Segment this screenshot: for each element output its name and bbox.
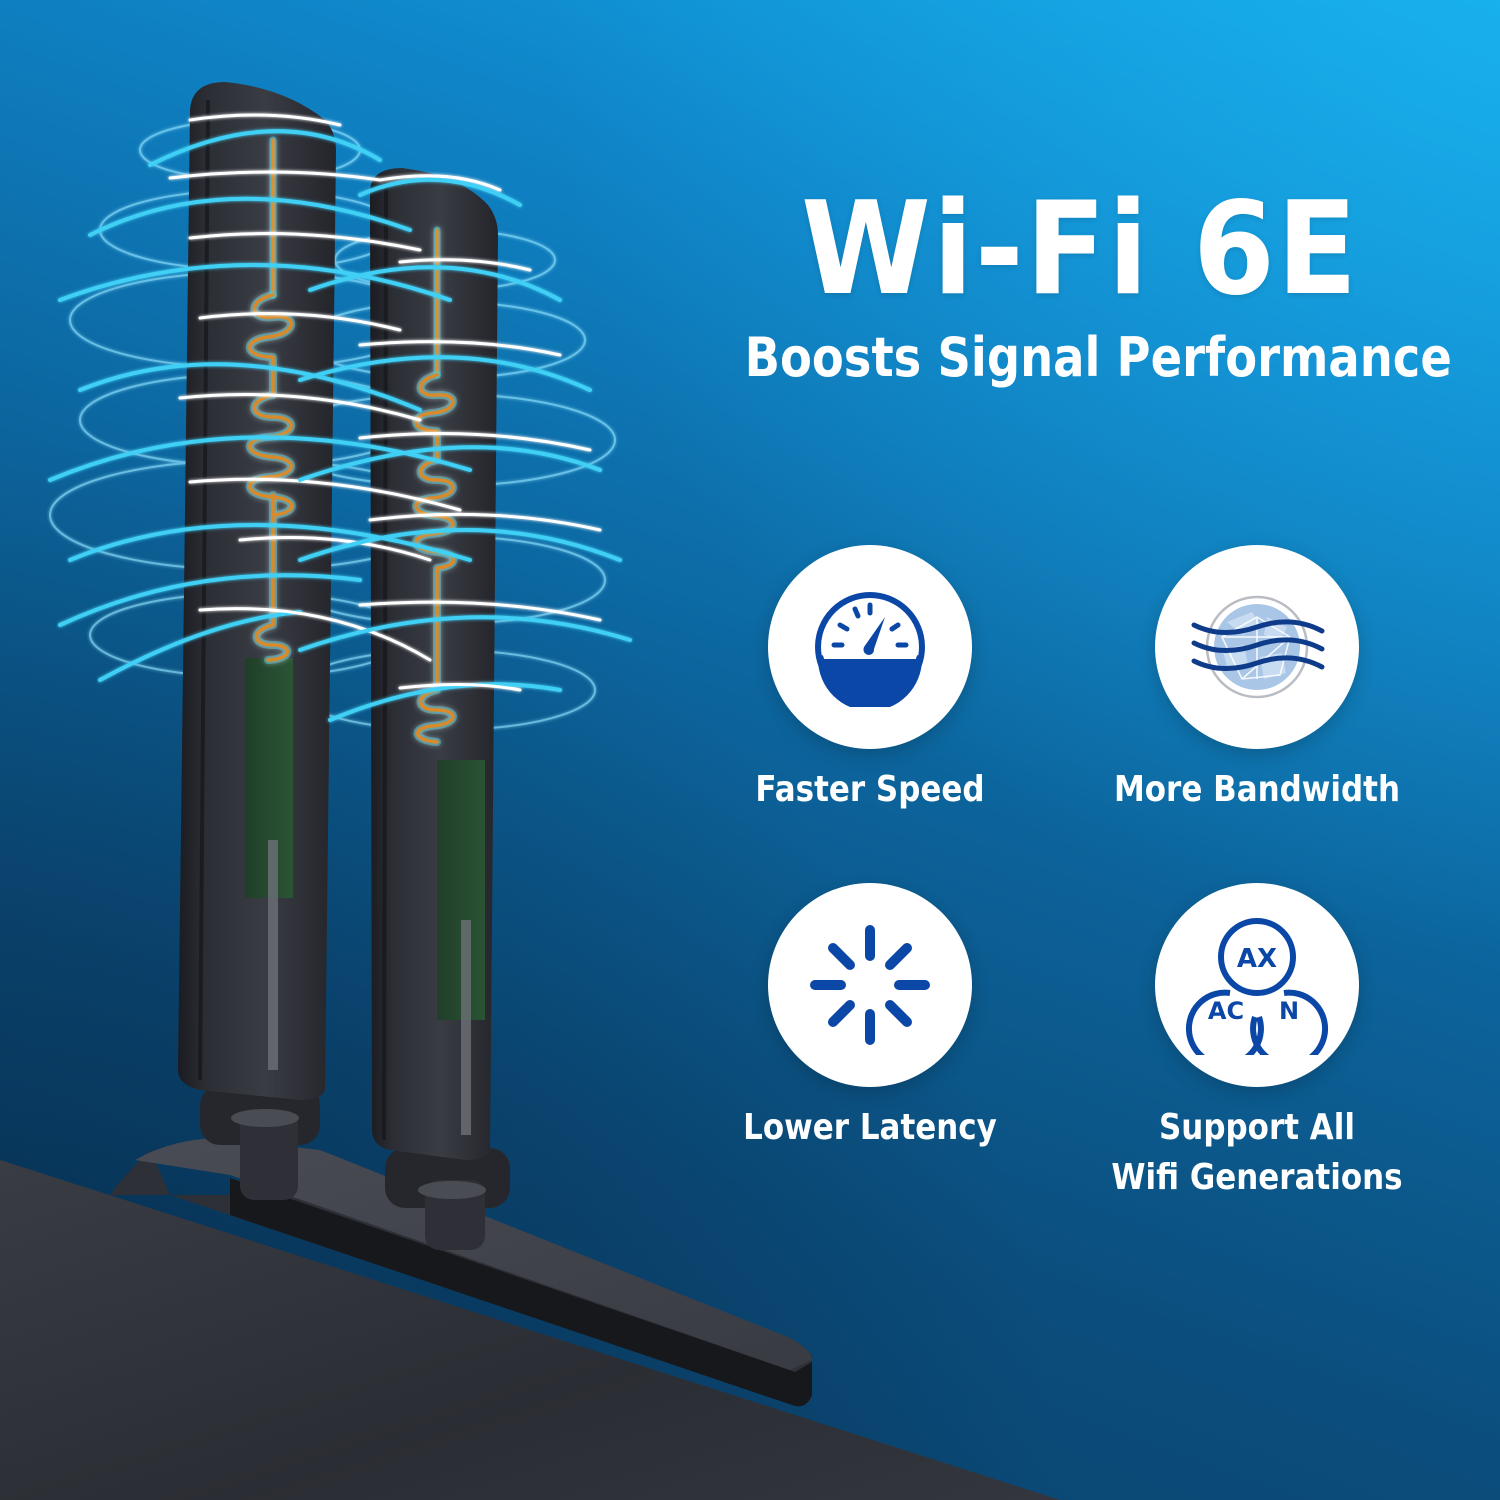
feature-label-line1: Support All <box>1159 1107 1355 1148</box>
badge-n: N <box>1279 997 1299 1025</box>
feature-faster-speed: Faster Speed <box>690 545 1050 815</box>
antenna-right <box>370 168 498 1160</box>
feature-lower-latency: Lower Latency <box>690 883 1050 1153</box>
page-subtitle: Boosts Signal Performance <box>744 326 1452 389</box>
feature-label: Faster Speed <box>755 769 985 810</box>
feature-icon-disc <box>768 883 972 1087</box>
signal-waves-front <box>48 113 632 722</box>
globe-waves-icon <box>1191 595 1325 699</box>
feature-label: Support All Wifi Generations <box>1102 1103 1412 1203</box>
feature-icon-disc <box>1155 545 1359 749</box>
antenna-left <box>178 82 336 1100</box>
feature-icon-disc: AX AC N <box>1155 883 1359 1087</box>
wifi-standards-icon: AX AC N <box>1186 918 1328 1055</box>
loading-spinner-icon <box>810 925 930 1045</box>
feature-label: More Bandwidth <box>1113 769 1401 810</box>
antenna-base <box>110 1138 812 1407</box>
feature-support-all-wifi-generations: AX AC N Support All Wifi Generations <box>1077 883 1437 1203</box>
badge-ax: AX <box>1237 944 1277 974</box>
feature-label-line2: Wifi Generations <box>1111 1157 1403 1198</box>
feature-label: Lower Latency <box>743 1107 997 1148</box>
feature-icon-disc <box>768 545 972 749</box>
feature-more-bandwidth: More Bandwidth <box>1077 545 1437 815</box>
speedometer-icon <box>815 592 925 707</box>
headline: Wi-Fi 6E Boosts Signal Performance <box>690 180 1470 390</box>
desk-surface <box>0 1160 1060 1500</box>
antenna-hinge-left <box>200 1085 320 1200</box>
page-title: Wi-Fi 6E <box>800 175 1360 324</box>
badge-ac: AC <box>1208 997 1244 1025</box>
antenna-hinge-right <box>385 1148 510 1250</box>
